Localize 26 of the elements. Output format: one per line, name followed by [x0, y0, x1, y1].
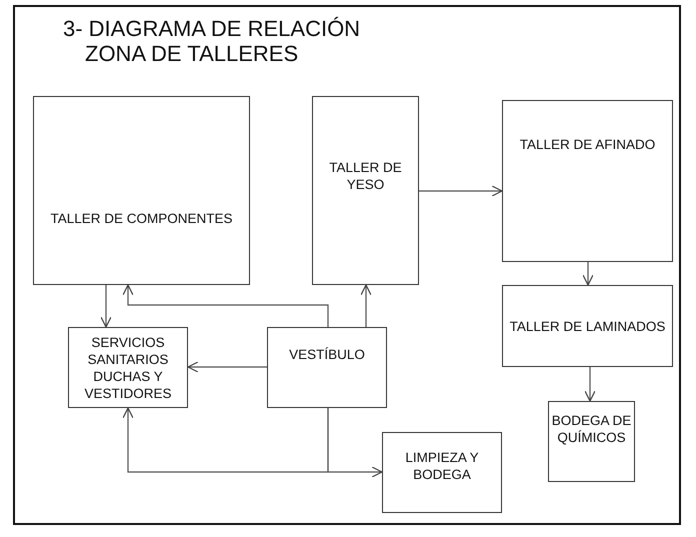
room-label: TALLER DE COMPONENTES — [50, 210, 233, 226]
room-label: SERVICIOS SANITARIOS DUCHAS Y VESTIDORES — [83, 334, 173, 402]
room-box — [502, 100, 673, 262]
room-box — [502, 285, 673, 367]
room-label: TALLER DE LAMINADOS — [510, 318, 666, 334]
arrow — [100, 285, 112, 328]
arrow — [327, 408, 383, 478]
room-box — [382, 432, 502, 513]
arrow — [360, 284, 372, 327]
arrow — [584, 367, 596, 402]
arrow — [187, 361, 267, 373]
room-label: LIMPIEZA Y BODEGA — [404, 449, 480, 483]
room-label: VESTÍBULO — [289, 346, 365, 363]
room-label: TALLER DE YESO — [328, 159, 403, 193]
room-box — [33, 96, 250, 285]
arrow — [122, 284, 329, 327]
arrow — [582, 262, 594, 286]
room-box — [68, 327, 188, 408]
arrow — [122, 407, 329, 473]
room-label: BODEGA DE QUÍMICOS — [550, 412, 632, 446]
diagram-title: 3- DIAGRAMA DE RELACIÓN ZONA DE TALLERES — [63, 16, 362, 66]
arrow — [419, 185, 503, 197]
room-label: TALLER DE AFINADO — [520, 136, 656, 153]
room-box — [312, 96, 419, 285]
room-box — [267, 327, 387, 408]
room-box — [548, 401, 635, 482]
